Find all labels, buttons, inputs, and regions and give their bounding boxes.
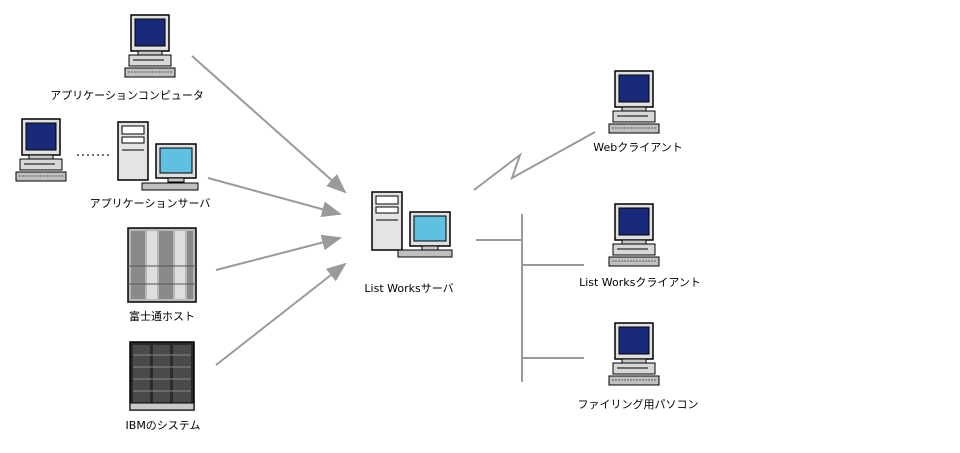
lw-client-label: List Worksクライアント — [579, 276, 701, 289]
ibm-system — [129, 341, 195, 411]
lw-client — [608, 203, 660, 271]
lw-server-label: List Worksサーバ — [364, 282, 454, 295]
desktop-computer-icon — [608, 70, 660, 134]
desktop-computer-icon — [15, 118, 67, 182]
lw-server — [368, 190, 456, 258]
filing-pc — [608, 322, 660, 390]
aux-terminal — [15, 118, 67, 186]
wan-link-web-client — [473, 131, 596, 191]
web-client-label: Webクライアント — [593, 141, 683, 154]
server-with-monitor-icon — [117, 121, 199, 191]
arrow-app-computer-to-lw-server — [191, 55, 347, 194]
arrow-app-server-to-lw-server — [207, 177, 342, 217]
fujitsu-host — [127, 226, 197, 304]
arrow-ibm-system-to-lw-server — [215, 262, 347, 366]
app-server-label: アプリケーションサーバ — [89, 197, 211, 210]
desktop-computer-icon — [124, 14, 176, 78]
ibm-system-label: IBMのシステム — [125, 419, 201, 432]
filing-pc-label: ファイリング用パソコン — [577, 398, 699, 411]
desktop-computer-icon — [608, 203, 660, 267]
app-computer-label: アプリケーションコンピュータ — [50, 89, 204, 102]
web-client — [608, 70, 660, 138]
app-server — [112, 120, 204, 192]
rack-server-icon — [129, 341, 195, 411]
app-computer — [124, 14, 176, 82]
fujitsu-host-label: 富士通ホスト — [129, 310, 195, 323]
arrow-fujitsu-host-to-lw-server — [215, 234, 342, 271]
server-with-monitor-icon — [371, 191, 453, 258]
desktop-computer-icon — [608, 322, 660, 386]
mainframe-icon — [127, 227, 197, 303]
